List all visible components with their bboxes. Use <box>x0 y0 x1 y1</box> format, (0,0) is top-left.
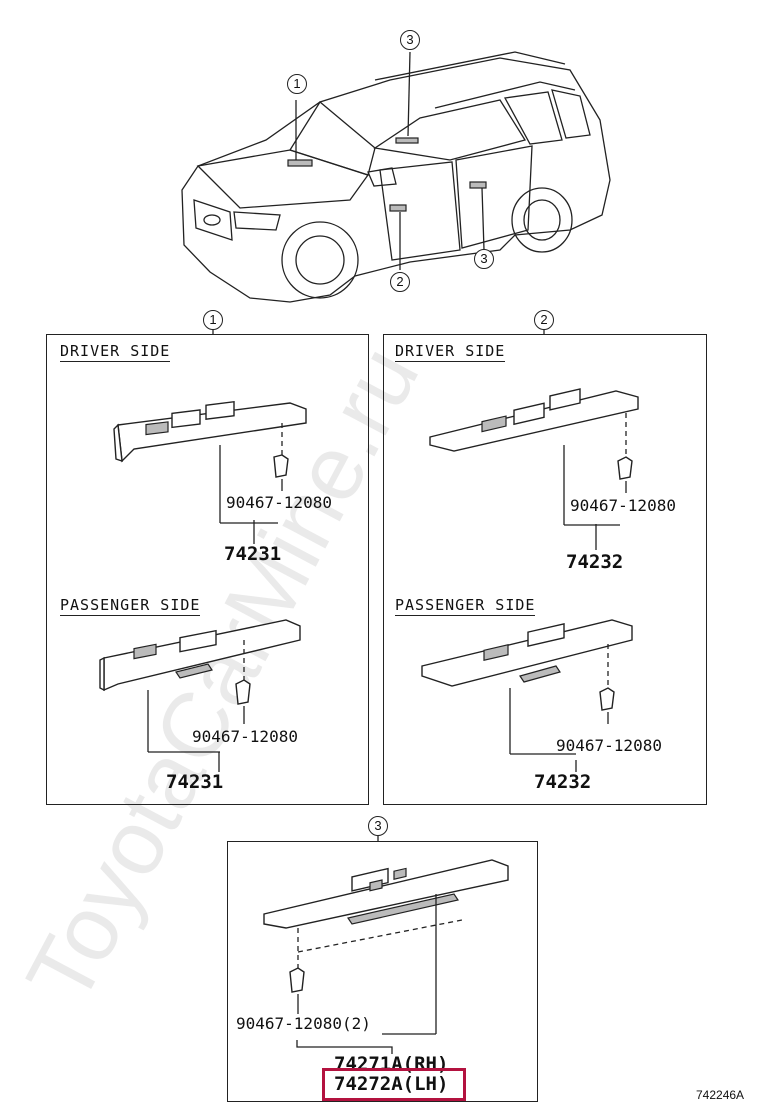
panel-2-passenger-clip: 90467-12080 <box>556 736 662 755</box>
panel-1-passenger-switch <box>99 619 301 753</box>
panel-1-number: 1 <box>203 310 223 330</box>
panel-2-number: 2 <box>534 310 554 330</box>
panel-3-number: 3 <box>368 816 388 836</box>
panel-2-passenger-label: PASSENGER SIDE <box>395 596 536 616</box>
panel-2-driver-label: DRIVER SIDE <box>395 342 506 362</box>
panel-2-driver-switch <box>429 388 639 526</box>
panel-1-driver-part: 74231 <box>224 543 282 565</box>
callout-2-car: 2 <box>390 272 410 292</box>
panel-2-passenger-part-leader <box>575 760 577 772</box>
panel-2 <box>383 334 707 805</box>
panel-1-passenger-label: PASSENGER SIDE <box>60 596 201 616</box>
panel-2-driver-clip: 90467-12080 <box>570 496 676 515</box>
panel-3-switch <box>263 859 509 1035</box>
panel-3-clip: 90467-12080(2) <box>236 1014 371 1033</box>
panel-1-passenger-part-leader <box>218 752 220 772</box>
panel-3-part-lh[interactable]: 74272A(LH) <box>334 1073 449 1095</box>
panel-1-driver-clip: 90467-12080 <box>226 493 332 512</box>
part-lh-highlight <box>322 1068 466 1101</box>
panel-1-passenger-part: 74231 <box>166 771 224 793</box>
panel-1-driver-part-leader <box>253 520 255 544</box>
panel-1 <box>46 334 369 805</box>
panel-1-passenger-clip: 90467-12080 <box>192 727 298 746</box>
panel-3-number-leader <box>377 835 379 842</box>
panel-2-passenger-switch <box>421 619 633 755</box>
panel-1-driver-switch <box>113 400 307 524</box>
diagram-id: 742246A <box>696 1088 745 1102</box>
panel-2-passenger-part: 74232 <box>534 771 592 793</box>
panel-2-driver-part: 74232 <box>566 551 624 573</box>
callout-3-car-top: 3 <box>400 30 420 50</box>
panel-3 <box>227 841 538 1102</box>
vehicle-illustration <box>181 51 611 303</box>
callout-3-car-bottom: 3 <box>474 249 494 269</box>
panel-3-part-leader <box>296 1040 393 1054</box>
panel-2-driver-part-leader <box>595 524 597 550</box>
panel-1-driver-label: DRIVER SIDE <box>60 342 171 362</box>
callout-1-car: 1 <box>287 74 307 94</box>
